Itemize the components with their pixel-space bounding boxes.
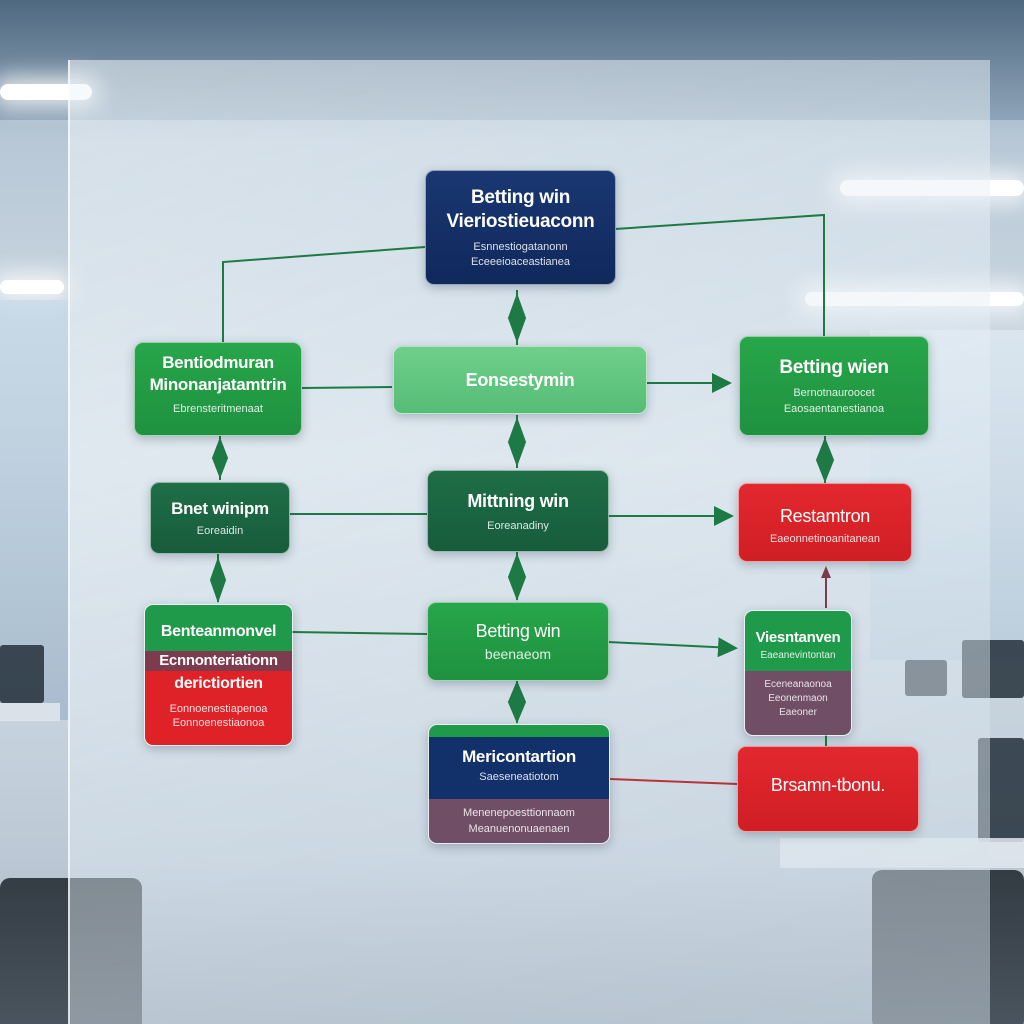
connector-left3-center3 <box>291 631 428 635</box>
diamond-arrow-icon <box>209 553 227 604</box>
node-title: Viesntanven <box>755 629 841 646</box>
node-right4[interactable]: Brsamn-tbonu. <box>737 746 919 832</box>
node-title: Ecnnonteriationn <box>159 652 278 669</box>
diamond-arrow-icon <box>507 552 527 601</box>
node-subtext: Eceeeioaceastianea <box>470 256 571 268</box>
connector-left1-center1 <box>301 386 393 389</box>
node-subtext: Eaeoner <box>779 707 817 718</box>
node-title: Betting win <box>470 187 571 208</box>
node-center4[interactable]: Mericontartion Saeseneatiotom Menenepoes… <box>428 724 610 844</box>
node-title: Restamtron <box>779 506 871 526</box>
node-title: Brsamn-tbonu. <box>770 775 886 795</box>
node-title: Mericontartion <box>462 747 576 766</box>
node-title: derictiortien <box>174 675 263 692</box>
diamond-arrow-icon <box>211 435 229 480</box>
monitor <box>0 645 44 703</box>
node-title: Bentiodmuran <box>162 353 274 372</box>
node-subtext: Eaosaentanestianoa <box>783 403 885 415</box>
node-subtext: beenaeom <box>484 646 552 662</box>
node-subtext: Menenepoesttionnaom <box>463 807 575 819</box>
ceiling-light <box>0 280 64 294</box>
node-subtext: Eaeonnetinoanitanean <box>769 533 881 545</box>
node-title: Vieriostieuaconn <box>446 211 595 232</box>
node-subtext: Bernotnauroocet <box>793 387 875 399</box>
node-right3[interactable]: Viesntanven Eaeanevintontan Eceneanaonoa… <box>744 610 852 736</box>
connector-top-right <box>614 213 825 336</box>
node-subtext: Ebrensteritmenaat <box>173 403 263 415</box>
node-title: Mittning win <box>467 491 569 511</box>
node-subtext: Eonnoenestiapenoa <box>169 703 268 715</box>
node-title: Eonsestymin <box>465 370 575 390</box>
node-subtext: Eonnoenestiaonoa <box>172 717 265 729</box>
node-left3[interactable]: Benteanmonvel Ecnnonteriationn derictior… <box>144 604 293 746</box>
connector-center3-right3 <box>607 637 738 658</box>
node-left1[interactable]: Bentiodmuran Minonanjatamtrin Ebrensteri… <box>134 342 302 436</box>
node-subtext: Eaeanevintontan <box>760 650 836 661</box>
node-subtext: Eeonenmaon <box>768 693 828 704</box>
node-center2[interactable]: Mittning win Eoreanadiny <box>427 470 609 552</box>
node-right1[interactable]: Betting wien Bernotnauroocet Eaosaentane… <box>739 336 929 436</box>
node-subtext: Esnnestiogatanonn <box>473 241 568 253</box>
diamond-arrow-icon <box>507 415 527 468</box>
node-top[interactable]: Betting win Vieriostieuaconn Esnnestioga… <box>425 170 616 285</box>
node-title: Betting win <box>475 621 561 641</box>
diamond-arrow-icon <box>815 436 835 483</box>
node-right2[interactable]: Restamtron Eaeonnetinoanitanean <box>738 483 912 562</box>
node-title: Bnet winipm <box>171 499 269 518</box>
arrow-up-icon <box>821 566 831 578</box>
node-subtext: Eoreanadiny <box>487 520 549 532</box>
node-subtext: Saeseneatiotom <box>479 771 559 783</box>
desk <box>0 703 60 721</box>
diamond-arrow-icon <box>507 680 527 724</box>
connector-center4-right4 <box>609 778 738 785</box>
node-subtext: Meanuenonuaenaen <box>468 823 570 835</box>
node-center3[interactable]: Betting win beenaeom <box>427 602 609 681</box>
node-left2[interactable]: Bnet winipm Eoreaidin <box>150 482 290 554</box>
node-subtext: Eceneanaonoa <box>764 679 832 690</box>
node-center1[interactable]: Eonsestymin <box>393 346 647 414</box>
diamond-arrow-icon <box>507 290 527 345</box>
node-subtext: Eoreaidin <box>196 525 244 537</box>
node-title: Minonanjatamtrin <box>149 375 287 394</box>
connector-top-left <box>222 246 426 343</box>
node-title: Betting wien <box>779 357 889 378</box>
node-title: Benteanmonvel <box>160 623 277 640</box>
